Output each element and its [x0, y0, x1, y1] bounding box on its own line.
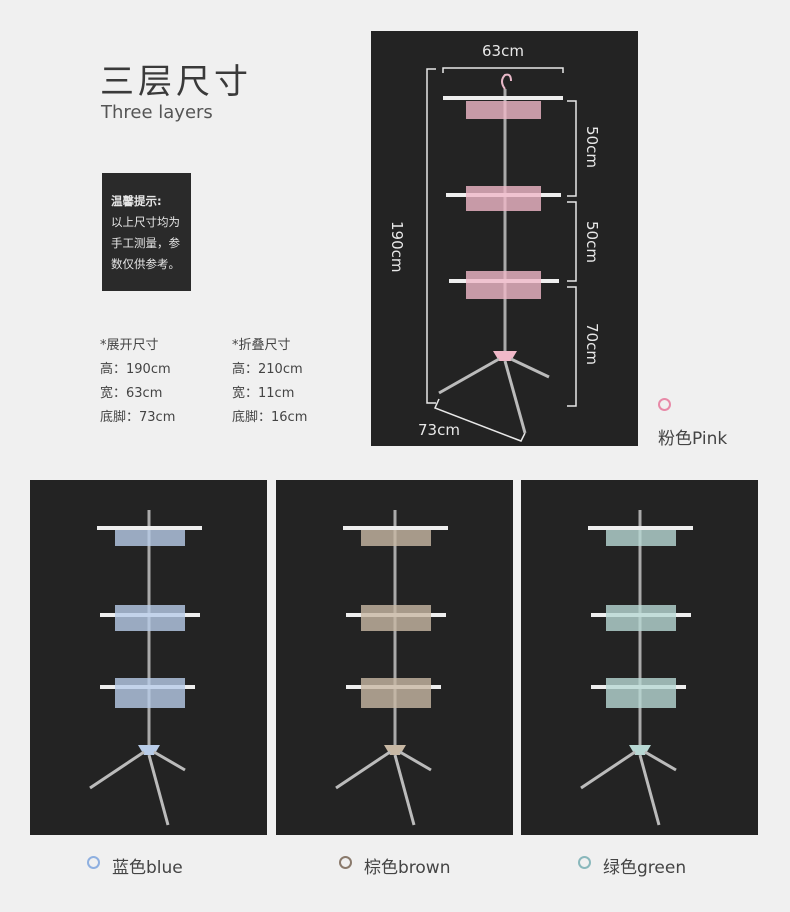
page-title: 三层尺寸: [100, 62, 252, 102]
spec-row: 宽：11cm: [232, 386, 295, 401]
page-subtitle: Three layers: [101, 102, 213, 123]
blue-label: 蓝色blue: [112, 858, 183, 878]
drying-rack-illustration: [89, 510, 202, 826]
spec-row: 底脚：16cm: [232, 410, 308, 425]
spec-row: 高：210cm: [232, 362, 303, 377]
drying-rack-illustration: [335, 510, 448, 826]
spec-row: 高：190cm: [100, 362, 171, 377]
spec-row: 宽：63cm: [100, 386, 163, 401]
folded-label: *折叠尺寸: [232, 338, 291, 353]
drying-rack-illustration: [426, 67, 577, 442]
product-image-brown: [276, 480, 513, 835]
pink-label: 粉色Pink: [658, 429, 728, 449]
notice-box: 温馨提示: 以上尺寸均为 手工测量，参 数仅供参考。: [102, 173, 191, 291]
green-label: 绿色green: [603, 858, 687, 878]
product-image-blue: [30, 480, 267, 835]
expanded-label: *展开尺寸: [100, 338, 159, 353]
base-label: 73cm: [418, 421, 460, 439]
tier1-label: 50cm: [583, 126, 601, 168]
green-swatch-icon[interactable]: [578, 856, 591, 869]
expanded-specs: *展开尺寸 高：190cm 宽：63cm 底脚：73cm: [100, 334, 175, 430]
folded-specs: *折叠尺寸 高：210cm 宽：11cm 底脚：16cm: [232, 334, 307, 430]
height-label: 190cm: [388, 221, 406, 273]
product-image-green: [521, 480, 758, 835]
notice-heading: 温馨提示:: [111, 194, 162, 208]
tier2-label: 50cm: [583, 221, 601, 263]
base-height-label: 70cm: [583, 323, 601, 365]
brown-swatch-icon[interactable]: [339, 856, 352, 869]
notice-line: 以上尺寸均为: [111, 215, 180, 229]
drying-rack-illustration: [580, 510, 693, 826]
product-image-pink: 63cm 190cm 50cm 50cm 70cm 73cm: [371, 31, 638, 446]
width-label: 63cm: [482, 42, 524, 60]
pink-swatch-icon[interactable]: [658, 398, 671, 411]
spec-row: 底脚：73cm: [100, 410, 176, 425]
notice-line: 手工测量，参: [111, 236, 180, 250]
notice-line: 数仅供参考。: [111, 257, 180, 271]
blue-swatch-icon[interactable]: [87, 856, 100, 869]
brown-label: 棕色brown: [364, 858, 451, 878]
